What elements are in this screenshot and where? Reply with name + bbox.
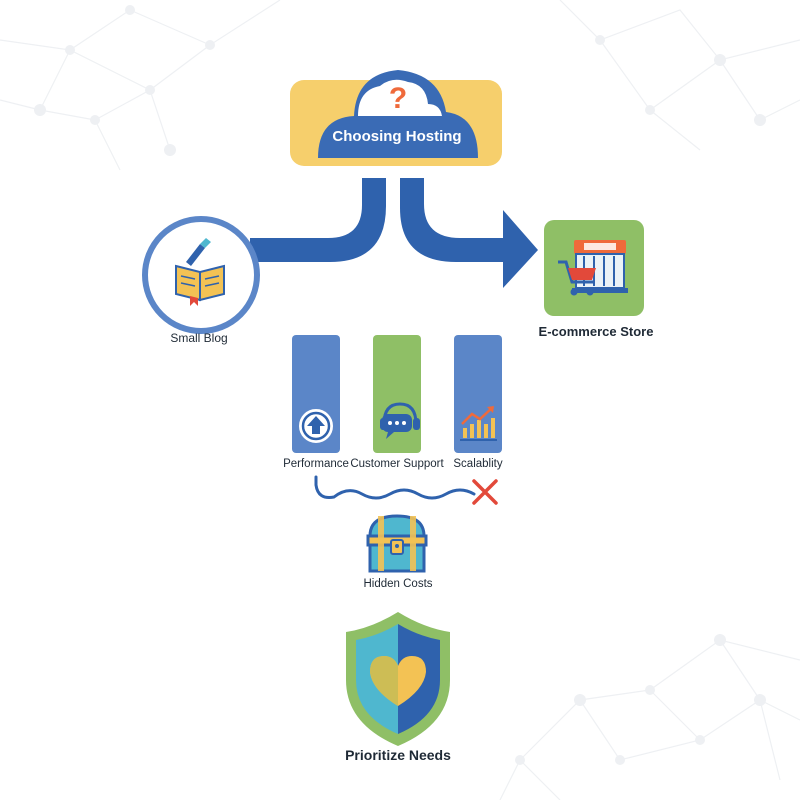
svg-text:?: ? [389, 82, 407, 115]
ecommerce-label: E-commerce Store [538, 324, 654, 339]
small-blog-label: Small Blog [170, 331, 228, 345]
growth-chart-icon [460, 406, 497, 441]
storefront-cart-icon [558, 240, 628, 296]
chat-headset-icon [380, 402, 420, 439]
factor-label-performance: Performance [283, 458, 349, 470]
shield-heart-icon [346, 612, 450, 746]
open-book-pencil-icon [175, 238, 225, 306]
arrow-to-ecommerce [400, 178, 538, 288]
wavy-line [314, 475, 476, 500]
arrow-to-small-blog [250, 178, 386, 262]
conclusion-label: Prioritize Needs [345, 747, 451, 763]
x-mark-icon [472, 479, 498, 505]
hidden-costs-label: Hidden Costs [363, 578, 433, 590]
factor-bar-customer-support [373, 335, 421, 453]
treasure-chest-icon [366, 514, 428, 573]
cloud-question-icon: ? [318, 70, 478, 158]
title-label: Choosing Hosting [332, 128, 462, 145]
factor-label-customer-support: Customer Support [350, 458, 444, 470]
upload-arrow-icon [297, 407, 335, 445]
factor-label-scalability: Scalablity [453, 458, 503, 470]
